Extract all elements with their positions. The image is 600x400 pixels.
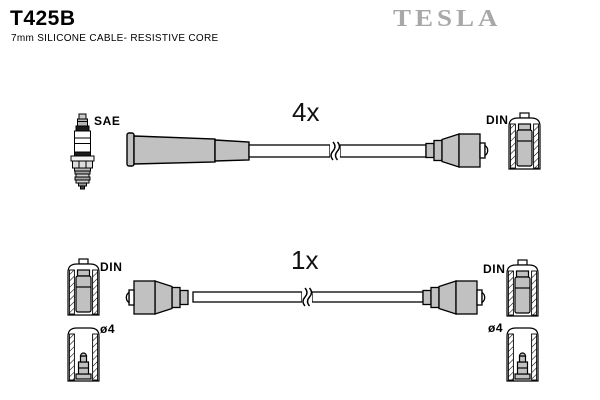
quantity-label-1x: 1x — [291, 245, 319, 275]
part-subtitle: 7mm SILICONE CABLE- RESISTIVE CORE — [11, 33, 219, 44]
terminal-cap-icon — [67, 327, 100, 382]
brand-logo: TESLA — [393, 5, 502, 32]
terminal-cap-icon — [506, 327, 539, 382]
quantity-label-4x: 4x — [292, 97, 320, 127]
din-cap-icon — [506, 259, 539, 317]
spark-plug-icon — [70, 113, 95, 190]
din-cap-icon — [508, 112, 541, 170]
part-number: T425B — [10, 7, 76, 30]
wire-break-icon — [301, 286, 313, 308]
kit-item-4x-graphic — [70, 112, 541, 190]
cable-wire-4x — [248, 140, 427, 162]
din-cap-label-top: DIN — [486, 113, 509, 127]
din-cap-icon — [67, 258, 100, 316]
wire-break-icon — [329, 140, 341, 162]
din-cap-label-bottom-right: DIN — [483, 262, 506, 276]
cable-wire-1x — [192, 286, 424, 308]
cable-connector-icon — [425, 133, 489, 168]
diameter-label-bottom-left: ø4 — [100, 322, 116, 336]
cable-connector-icon — [125, 280, 189, 315]
diameter-label-bottom-right: ø4 — [488, 321, 504, 335]
cable-connector-icon — [422, 280, 486, 315]
cable-boot-icon — [126, 132, 250, 167]
kit-item-1x-graphic — [67, 258, 539, 382]
din-cap-label-bottom-left: DIN — [100, 260, 123, 274]
sae-connector-label: SAE — [94, 114, 121, 128]
